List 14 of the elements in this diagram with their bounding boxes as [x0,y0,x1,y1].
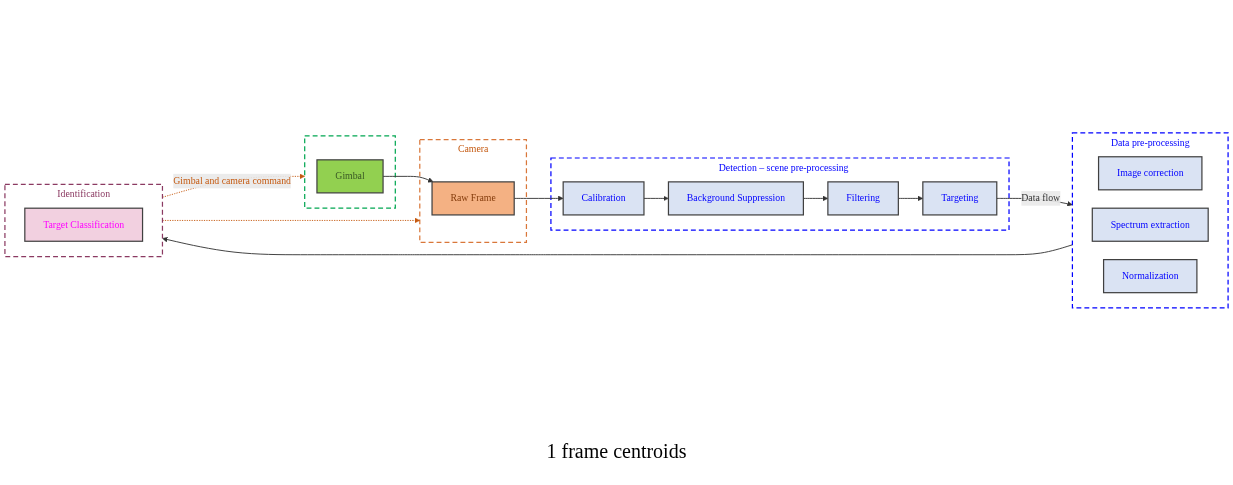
node-box: Image correction [1097,155,1203,190]
cluster [304,134,396,209]
edge-label: Data flow [1021,192,1061,203]
node-box: Background Suppression [667,180,804,216]
node-box: Spectrum extraction [1091,207,1209,242]
node-box: Normalization [1103,258,1198,293]
node-box: Targeting [922,180,998,216]
edge-label: Gimbal and camera command [173,175,292,186]
node-box: Calibration [562,180,645,216]
node-box: Raw Frame [431,180,515,216]
node-box: Filtering [827,180,899,216]
node-box: Target Classification [24,207,144,242]
node-box: Gimbal [316,158,384,194]
note-text: 1 frame centroids [545,440,688,463]
